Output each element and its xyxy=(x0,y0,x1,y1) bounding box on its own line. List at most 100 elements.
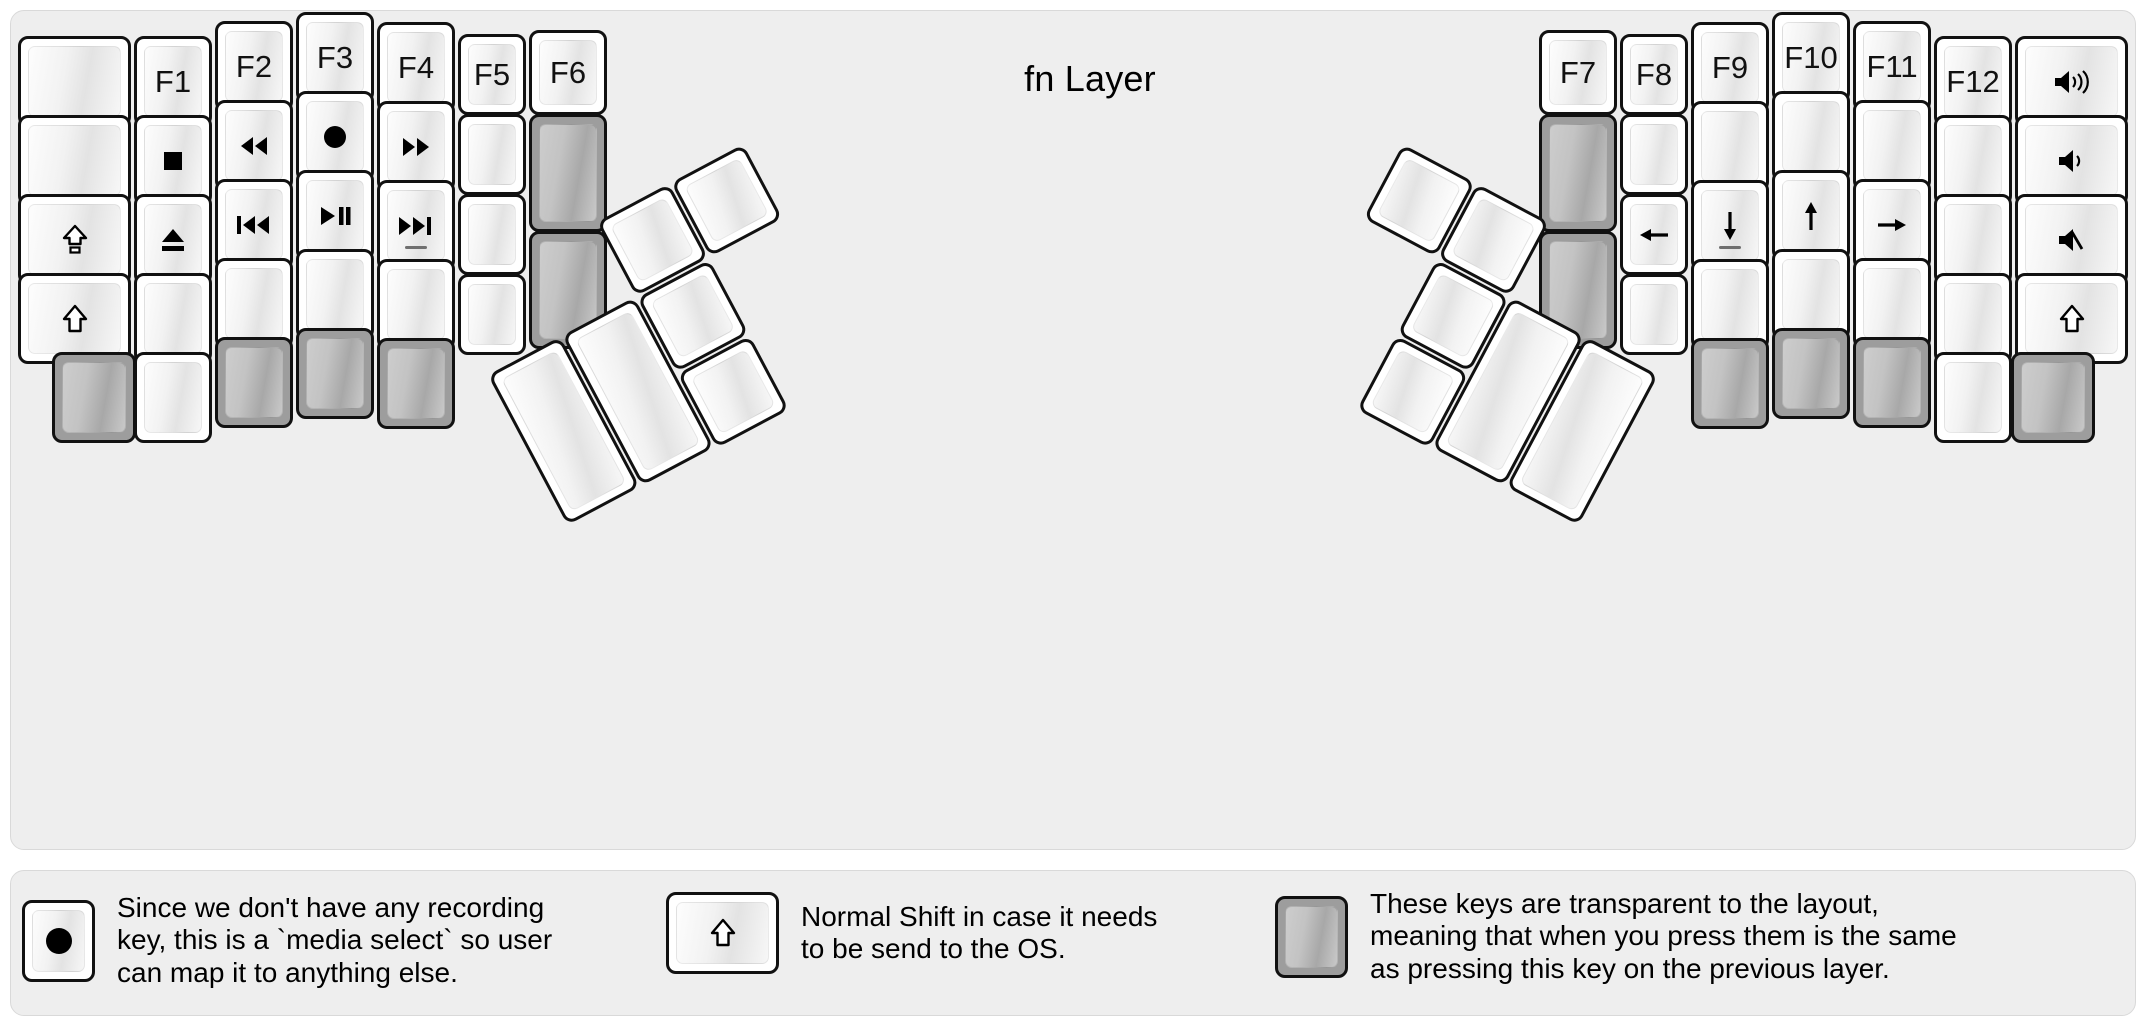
key-left-c4-r3-play-pause[interactable] xyxy=(296,170,374,261)
key-left-c6-r2[interactable] xyxy=(458,114,526,195)
key-left-c4-r5-transparent[interactable] xyxy=(296,328,374,419)
keycap xyxy=(225,347,283,418)
key-right-c5-r1-f11[interactable]: F11 xyxy=(1853,21,1931,112)
keycap xyxy=(1782,259,1840,330)
volume-up-icon xyxy=(2052,68,2092,96)
media-record-icon xyxy=(44,926,74,956)
key-left-c6-r1-f5[interactable]: F5 xyxy=(458,34,526,115)
key-left-c3-r2-rewind[interactable] xyxy=(215,100,293,191)
keycap: F7 xyxy=(1549,40,1607,105)
keycap xyxy=(225,110,283,181)
key-right-c3-r3-arrow-down[interactable] xyxy=(1691,180,1769,271)
key-right-c5-r2[interactable] xyxy=(1853,100,1931,191)
key-left-c5-r1-f4[interactable]: F4 xyxy=(377,22,455,113)
key-right-c6-r3[interactable] xyxy=(1934,194,2012,285)
key-right-c6-r2[interactable] xyxy=(1934,115,2012,206)
key-left-c1-r5-transparent[interactable] xyxy=(52,352,136,443)
key-right-c4-r3-arrow-up[interactable] xyxy=(1772,170,1850,261)
key-left-c4-r2-record[interactable] xyxy=(296,91,374,182)
key-left-c2-r5[interactable] xyxy=(134,352,212,443)
media-record-icon xyxy=(322,124,348,150)
key-left-c1-r3-capslock[interactable] xyxy=(18,194,131,285)
keycap xyxy=(28,46,121,117)
key-left-c3-r4[interactable] xyxy=(215,258,293,349)
key-right-c6-r4[interactable] xyxy=(1934,273,2012,364)
key-left-c2-r2-stop[interactable] xyxy=(134,115,212,206)
keycap xyxy=(1944,204,2002,275)
key-right-c4-r5-transparent[interactable] xyxy=(1772,328,1850,419)
key-right-c3-r1-f9[interactable]: F9 xyxy=(1691,22,1769,113)
key-right-c3-r5-transparent[interactable] xyxy=(1691,338,1769,429)
key-right-c2-r3-arrow-left[interactable] xyxy=(1620,194,1688,275)
key-left-c4-r4[interactable] xyxy=(296,249,374,340)
key-left-c6-r4[interactable] xyxy=(458,274,526,355)
key-left-c2-r4[interactable] xyxy=(134,273,212,364)
key-right-c3-r4[interactable] xyxy=(1691,259,1769,350)
key-left-c7-r1-f6[interactable]: F6 xyxy=(529,30,607,115)
key-right-c7-r1-volume-up[interactable] xyxy=(2015,36,2128,127)
key-left-c2-r1-f1[interactable]: F1 xyxy=(134,36,212,127)
legend-item-normal-shift: Normal Shift in case it needs to be send… xyxy=(666,892,1157,974)
keycap xyxy=(144,204,202,275)
key-left-c5-r4[interactable] xyxy=(377,259,455,350)
keycap xyxy=(1863,268,1921,339)
key-left-c3-r3-previous[interactable] xyxy=(215,179,293,270)
key-left-c5-r5-transparent[interactable] xyxy=(377,338,455,429)
keycap xyxy=(1630,204,1678,265)
key-right-c6-r1-f12[interactable]: F12 xyxy=(1934,36,2012,127)
key-left-c2-r3-eject[interactable] xyxy=(134,194,212,285)
key-left-c6-r3[interactable] xyxy=(458,194,526,275)
legend-text: These keys are transparent to the layout… xyxy=(1370,888,1957,984)
key-left-c7-r2-transparent[interactable] xyxy=(529,114,607,232)
key-right-c2-r4[interactable] xyxy=(1620,274,1688,355)
key-left-c5-r3-next[interactable] xyxy=(377,180,455,271)
key-right-c7-r4-shift[interactable] xyxy=(2015,273,2128,364)
key-right-c4-r2[interactable] xyxy=(1772,91,1850,182)
key-label: F2 xyxy=(235,49,273,84)
key-left-c3-r1-f2[interactable]: F2 xyxy=(215,21,293,112)
key-right-c3-r2[interactable] xyxy=(1691,101,1769,192)
key-right-c7-r2-volume-down[interactable] xyxy=(2015,115,2128,206)
key-label: F10 xyxy=(1784,40,1838,75)
key-left-c1-r1[interactable] xyxy=(18,36,131,127)
keycap xyxy=(1285,905,1338,968)
keycap xyxy=(32,909,85,972)
keycap xyxy=(1701,348,1759,419)
key-right-c7-r3-volume-mute[interactable] xyxy=(2015,194,2128,285)
keycap xyxy=(468,284,516,345)
media-previous-icon xyxy=(235,214,273,236)
key-right-c5-r3-arrow-right[interactable] xyxy=(1853,179,1931,270)
key-right-c1-r2-transparent[interactable] xyxy=(1539,114,1617,232)
key-right-c4-r4[interactable] xyxy=(1772,249,1850,340)
keycap: F2 xyxy=(225,31,283,102)
key-left-c4-r1-f3[interactable]: F3 xyxy=(296,12,374,103)
keycap xyxy=(1376,157,1462,244)
key-left-c1-r4-shift[interactable] xyxy=(18,273,131,364)
key-right-c1-r1-f7[interactable]: F7 xyxy=(1539,30,1617,115)
key-right-c4-r1-f10[interactable]: F10 xyxy=(1772,12,1850,103)
media-play-pause-icon xyxy=(318,205,352,227)
keycap: F4 xyxy=(387,32,445,103)
key-label: F8 xyxy=(1635,57,1673,92)
key-right-c7-r5-transparent[interactable] xyxy=(2011,352,2095,443)
media-rewind-icon xyxy=(237,135,271,157)
key-left-c5-r2-fast-forward[interactable] xyxy=(377,101,455,192)
homing-bar xyxy=(1719,246,1741,249)
media-fast-forward-icon xyxy=(399,136,433,158)
keycap xyxy=(1863,347,1921,418)
keycap xyxy=(2021,362,2085,433)
key-right-c2-r2[interactable] xyxy=(1620,114,1688,195)
key-left-c3-r5-transparent[interactable] xyxy=(215,337,293,428)
legend-text: Normal Shift in case it needs to be send… xyxy=(801,900,1158,964)
key-right-c6-r5[interactable] xyxy=(1934,352,2012,443)
key-right-c5-r5-transparent[interactable] xyxy=(1853,337,1931,428)
key-right-c5-r4[interactable] xyxy=(1853,258,1931,349)
keycap xyxy=(1549,124,1607,222)
keycap xyxy=(1782,101,1840,172)
keycap xyxy=(1451,197,1536,283)
keycap xyxy=(610,197,695,283)
key-right-c2-r1-f8[interactable]: F8 xyxy=(1620,34,1688,115)
key-left-c1-r2[interactable] xyxy=(18,115,131,206)
keycap xyxy=(1410,273,1496,359)
keycap: F12 xyxy=(1944,46,2002,117)
